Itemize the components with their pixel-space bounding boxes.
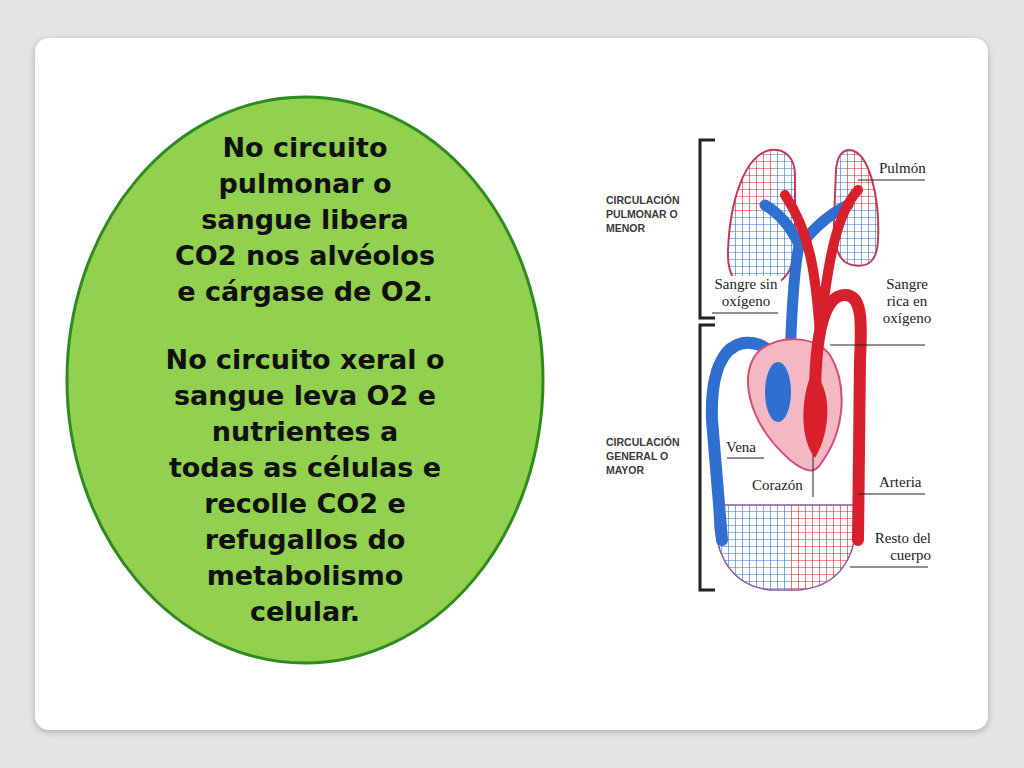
part-label: Sangre sin oxígeno bbox=[711, 276, 781, 310]
leader-line bbox=[727, 458, 764, 459]
section-heading: CIRCULACIÓN GENERAL O MAYOR bbox=[606, 435, 694, 477]
part-label: Pulmón bbox=[878, 160, 930, 177]
leader-line bbox=[858, 494, 925, 495]
body-text: No circuito pulmonar o sangue libera CO2… bbox=[170, 130, 440, 310]
capillary-outline bbox=[715, 505, 857, 590]
text-holder: No circuito pulmonar o sangue libera CO2… bbox=[65, 95, 545, 665]
leader-line bbox=[712, 313, 778, 314]
body-text: No circuito xeral o sangue leva O2 e nut… bbox=[165, 342, 445, 630]
leader-line bbox=[830, 345, 925, 346]
aorta bbox=[815, 295, 861, 540]
part-label: Corazón bbox=[751, 477, 811, 494]
section-heading: CIRCULACIÓN PULMONAR O MENOR bbox=[606, 193, 694, 235]
capillary-bed bbox=[710, 500, 860, 595]
part-label: Sangre rica en oxígeno bbox=[878, 276, 936, 327]
leader-line bbox=[813, 455, 814, 497]
leader-line bbox=[858, 180, 925, 181]
right-ventricle bbox=[765, 362, 791, 422]
part-label: Arteria bbox=[878, 474, 930, 491]
part-label: Resto del cuerpo bbox=[864, 530, 932, 564]
leader-line bbox=[850, 567, 928, 568]
ellipse-outline bbox=[67, 97, 543, 663]
text-ellipse: No circuito pulmonar o sangue libera CO2… bbox=[65, 95, 545, 665]
part-label: Vena bbox=[725, 439, 763, 456]
